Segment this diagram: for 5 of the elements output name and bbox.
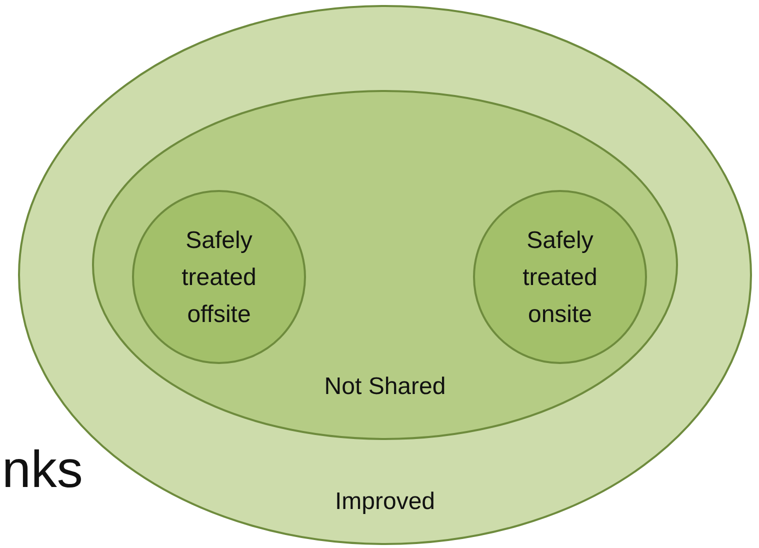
region-label: Safely treated onsite — [522, 226, 598, 330]
partial-text: nks — [2, 440, 83, 500]
region-label: Safely treated offsite — [180, 226, 258, 330]
region-label: Not Shared — [323, 372, 447, 402]
region-label: Improved — [334, 487, 436, 517]
